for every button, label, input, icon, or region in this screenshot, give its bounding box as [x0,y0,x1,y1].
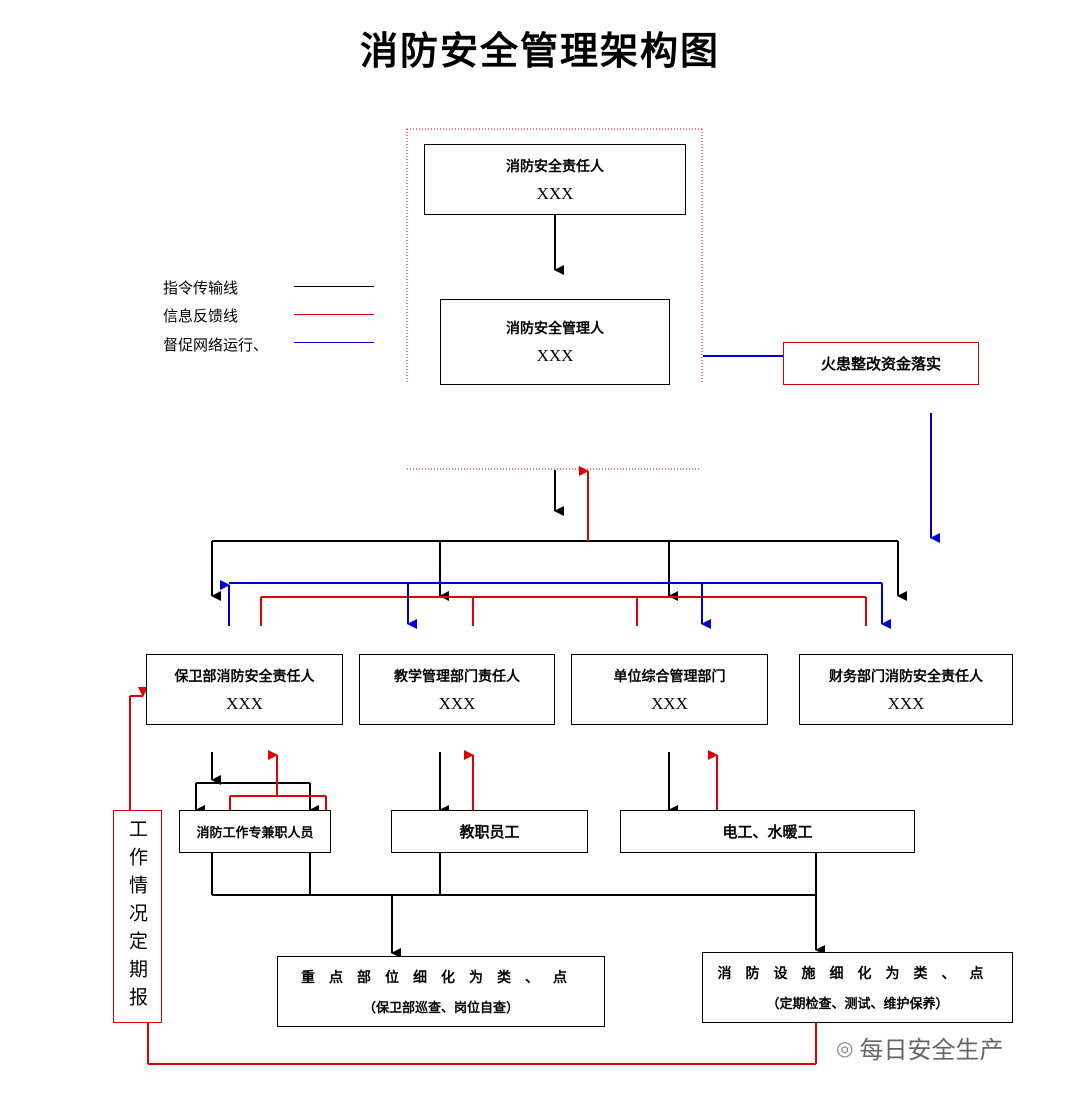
node-fire-facilities: 消防设施细化为类、点 （定期检查、测试、维护保养） [702,952,1013,1023]
legend-instruction-line [294,286,374,287]
dotted-region [406,128,703,470]
node-title: 财务部门消防安全责任人 [829,668,983,685]
node-teaching-dept: 教学管理部门责任人 XXX [359,654,555,725]
node-title: 消防设施细化为类、点 [717,966,998,982]
node-security-dept: 保卫部消防安全责任人 XXX [146,654,343,725]
node-value: XXX [887,693,925,713]
node-title: 消防工作专兼职人员 [196,826,314,841]
node-title: 教职员工 [459,823,520,841]
node-title: 消防安全管理人 [506,321,604,337]
node-electricians: 电工、水暖工 [620,810,915,853]
node-subtitle: （定期检查、测试、维护保养） [766,997,949,1012]
node-subtitle: （保卫部巡查、岗位自查） [362,1001,519,1016]
node-work-report: 工作情况定期报 [113,810,162,1023]
node-teaching-staff: 教职员工 [391,810,588,853]
page-title: 消防安全管理架构图 [359,29,720,73]
node-title: 保卫部消防安全责任人 [174,668,315,685]
node-title: 重点部位细化为类、点 [301,970,581,986]
node-title: 电工、水暖工 [722,823,813,841]
node-value: XXX [438,693,476,713]
node-title: 火患整改资金落实 [820,355,941,373]
node-general-dept: 单位综合管理部门 XXX [571,654,768,725]
node-finance-dept: 财务部门消防安全责任人 XXX [799,654,1013,725]
node-title: 教学管理部门责任人 [394,668,520,685]
watermark: ◎ 每日安全生产 [836,1030,1003,1065]
node-fire-staff: 消防工作专兼职人员 [179,810,331,853]
node-value: XXX [226,693,263,713]
node-value: XXX [651,693,688,713]
node-title: 单位综合管理部门 [613,668,726,685]
legend-feedback-line [294,314,374,315]
legend-feedback-label: 信息反馈线 [163,307,239,325]
legend-supervision-label: 督促网络运行、 [163,336,269,354]
node-title: 工作情况定期报 [126,818,148,1015]
wechat-icon: ◎ [836,1035,854,1060]
node-fire-safety-responsible: 消防安全责任人 XXX [424,144,686,215]
legend-instruction-label: 指令传输线 [163,279,239,297]
node-key-locations: 重点部位细化为类、点 （保卫部巡查、岗位自查） [277,956,605,1027]
node-fire-safety-manager: 消防安全管理人 XXX [440,299,670,385]
node-value: XXX [536,346,574,365]
node-hazard-fund: 火患整改资金落实 [783,342,979,385]
node-value: XXX [536,183,574,203]
watermark-text: 每日安全生产 [859,1036,1004,1064]
node-title: 消防安全责任人 [506,158,604,175]
legend-supervision-line [294,342,374,343]
